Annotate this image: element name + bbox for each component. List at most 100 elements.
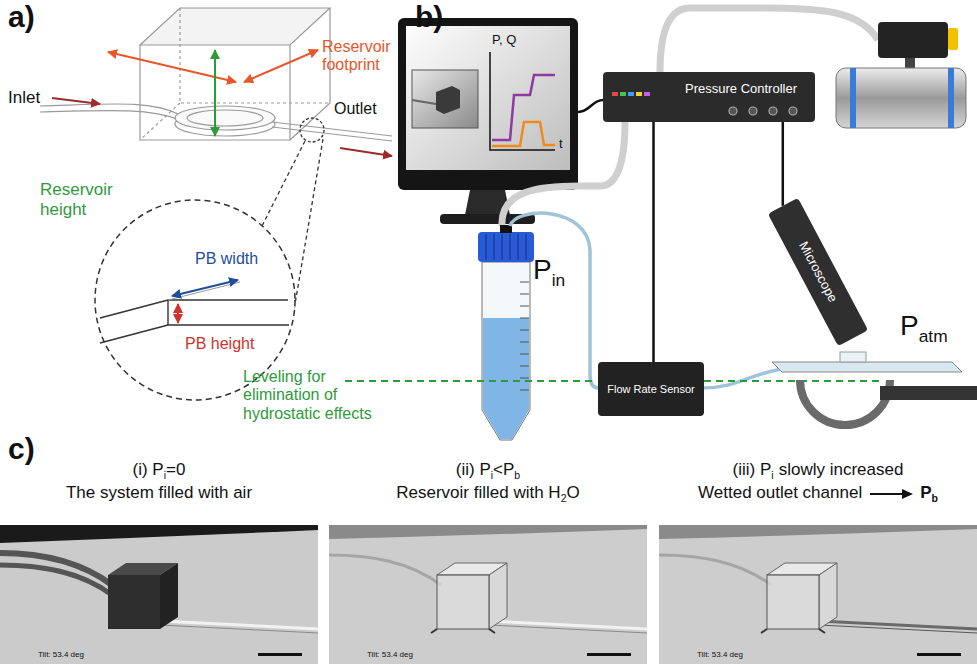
figure-label: t [559, 136, 563, 151]
passive-barrier-detail [100, 300, 288, 318]
figure-label: P, Q [492, 32, 516, 47]
figure-label: =0 [166, 460, 185, 479]
label-group: Patm [900, 310, 948, 347]
photo [659, 525, 977, 539]
figure-label: Inlet [8, 88, 40, 107]
status-leds [612, 92, 650, 96]
falcon-tube [482, 262, 530, 440]
label-group: Leveling for elimination of hydrostatic … [243, 368, 403, 423]
photo [587, 653, 631, 656]
pressure-port [729, 107, 737, 115]
label-group: (i) Pi=0 [0, 460, 318, 482]
monitor [436, 86, 460, 114]
passive-barrier-detail [167, 300, 168, 325]
pressure-port [729, 107, 797, 115]
figure-label: Reservoir footprint [322, 38, 390, 73]
reservoir-cube [140, 8, 330, 45]
camera [660, 8, 878, 72]
monitor [398, 18, 578, 224]
label-group: Outlet [334, 100, 377, 118]
label-group: Tilt: 53.4 deg [697, 650, 743, 659]
photo [819, 625, 977, 633]
photo [659, 525, 977, 664]
figure-label: (ii) P [456, 460, 491, 479]
data-cable [578, 100, 603, 112]
figure-label: c) [8, 432, 35, 465]
photo [819, 563, 837, 629]
liquid-tube [510, 213, 598, 388]
zoom-callout [300, 118, 324, 142]
figure-label: i [491, 469, 493, 481]
figure-label: P [900, 310, 919, 341]
figure-label: Reservoir filled with H [396, 483, 560, 502]
figure-label: Tilt: 53.4 deg [697, 650, 743, 659]
arrow-glyph [862, 483, 920, 502]
photo [329, 525, 647, 664]
status-leds [644, 92, 650, 96]
label-group: PB width [195, 250, 258, 268]
stage [880, 386, 977, 400]
label-group: a) [8, 0, 35, 35]
figure-label: a) [8, 0, 35, 33]
arrow-glyph [902, 489, 913, 499]
figure-label: Tilt: 53.4 deg [367, 650, 413, 659]
stage [772, 352, 977, 425]
figure-label: b) [415, 0, 443, 33]
pressure-flow-chart [490, 52, 555, 150]
photo [767, 575, 819, 629]
liquid-tube [702, 368, 790, 388]
figure-label: b [932, 492, 938, 504]
figure-label: The system filled with air [66, 483, 252, 502]
label-group: (iii) Pislowly increased [659, 460, 977, 482]
figure-label: (iii) P [733, 460, 772, 479]
falcon-tube [486, 234, 526, 260]
label-group: Tilt: 53.4 deg [367, 650, 413, 659]
monitor [398, 18, 578, 190]
status-leds [628, 92, 634, 96]
label-group: The system filled with air [0, 483, 318, 503]
monitor [412, 100, 436, 104]
microscope-body: Microscope [768, 198, 868, 346]
photo [761, 629, 825, 633]
label-group: Tilt: 53.4 deg [38, 650, 84, 659]
inlet-channel [40, 104, 178, 114]
camera [948, 68, 954, 128]
controller-box: Pressure Controller [603, 72, 815, 122]
arrow-glyph [870, 493, 904, 495]
outlet-channel [272, 127, 392, 141]
figure-label: b [514, 469, 520, 481]
stage [800, 380, 890, 425]
flow-arrow [52, 98, 100, 104]
node-label: Pressure Controller [685, 82, 797, 97]
photo [489, 563, 507, 629]
flow-arrow [340, 148, 392, 156]
leveling-line [345, 380, 596, 382]
status-leds [636, 92, 642, 96]
footprint-arrow [244, 50, 318, 82]
pressure-port [749, 107, 757, 115]
photo [659, 525, 977, 664]
label-group: (ii) Pi<Pb [329, 460, 647, 482]
label-group: P, Q [492, 33, 516, 48]
camera [878, 22, 948, 58]
label-group: Pin [533, 254, 565, 291]
figure-label: Reservoir height [40, 180, 113, 219]
outlet-channel [272, 122, 392, 141]
passive-barrier-detail [177, 304, 179, 323]
figure-label: slowly increased [779, 460, 904, 479]
photo [659, 555, 771, 585]
photo [329, 525, 647, 664]
photo [160, 621, 318, 629]
flow-arrow [52, 98, 392, 156]
zoom-callout [95, 118, 324, 400]
zoom-callout [292, 139, 323, 322]
falcon-tube [478, 225, 534, 440]
signal-wire [652, 122, 655, 362]
leveling-line [704, 380, 880, 382]
pressure-port [769, 107, 777, 115]
label-group: Inlet [8, 88, 40, 108]
photo [329, 555, 441, 585]
camera [850, 68, 856, 128]
